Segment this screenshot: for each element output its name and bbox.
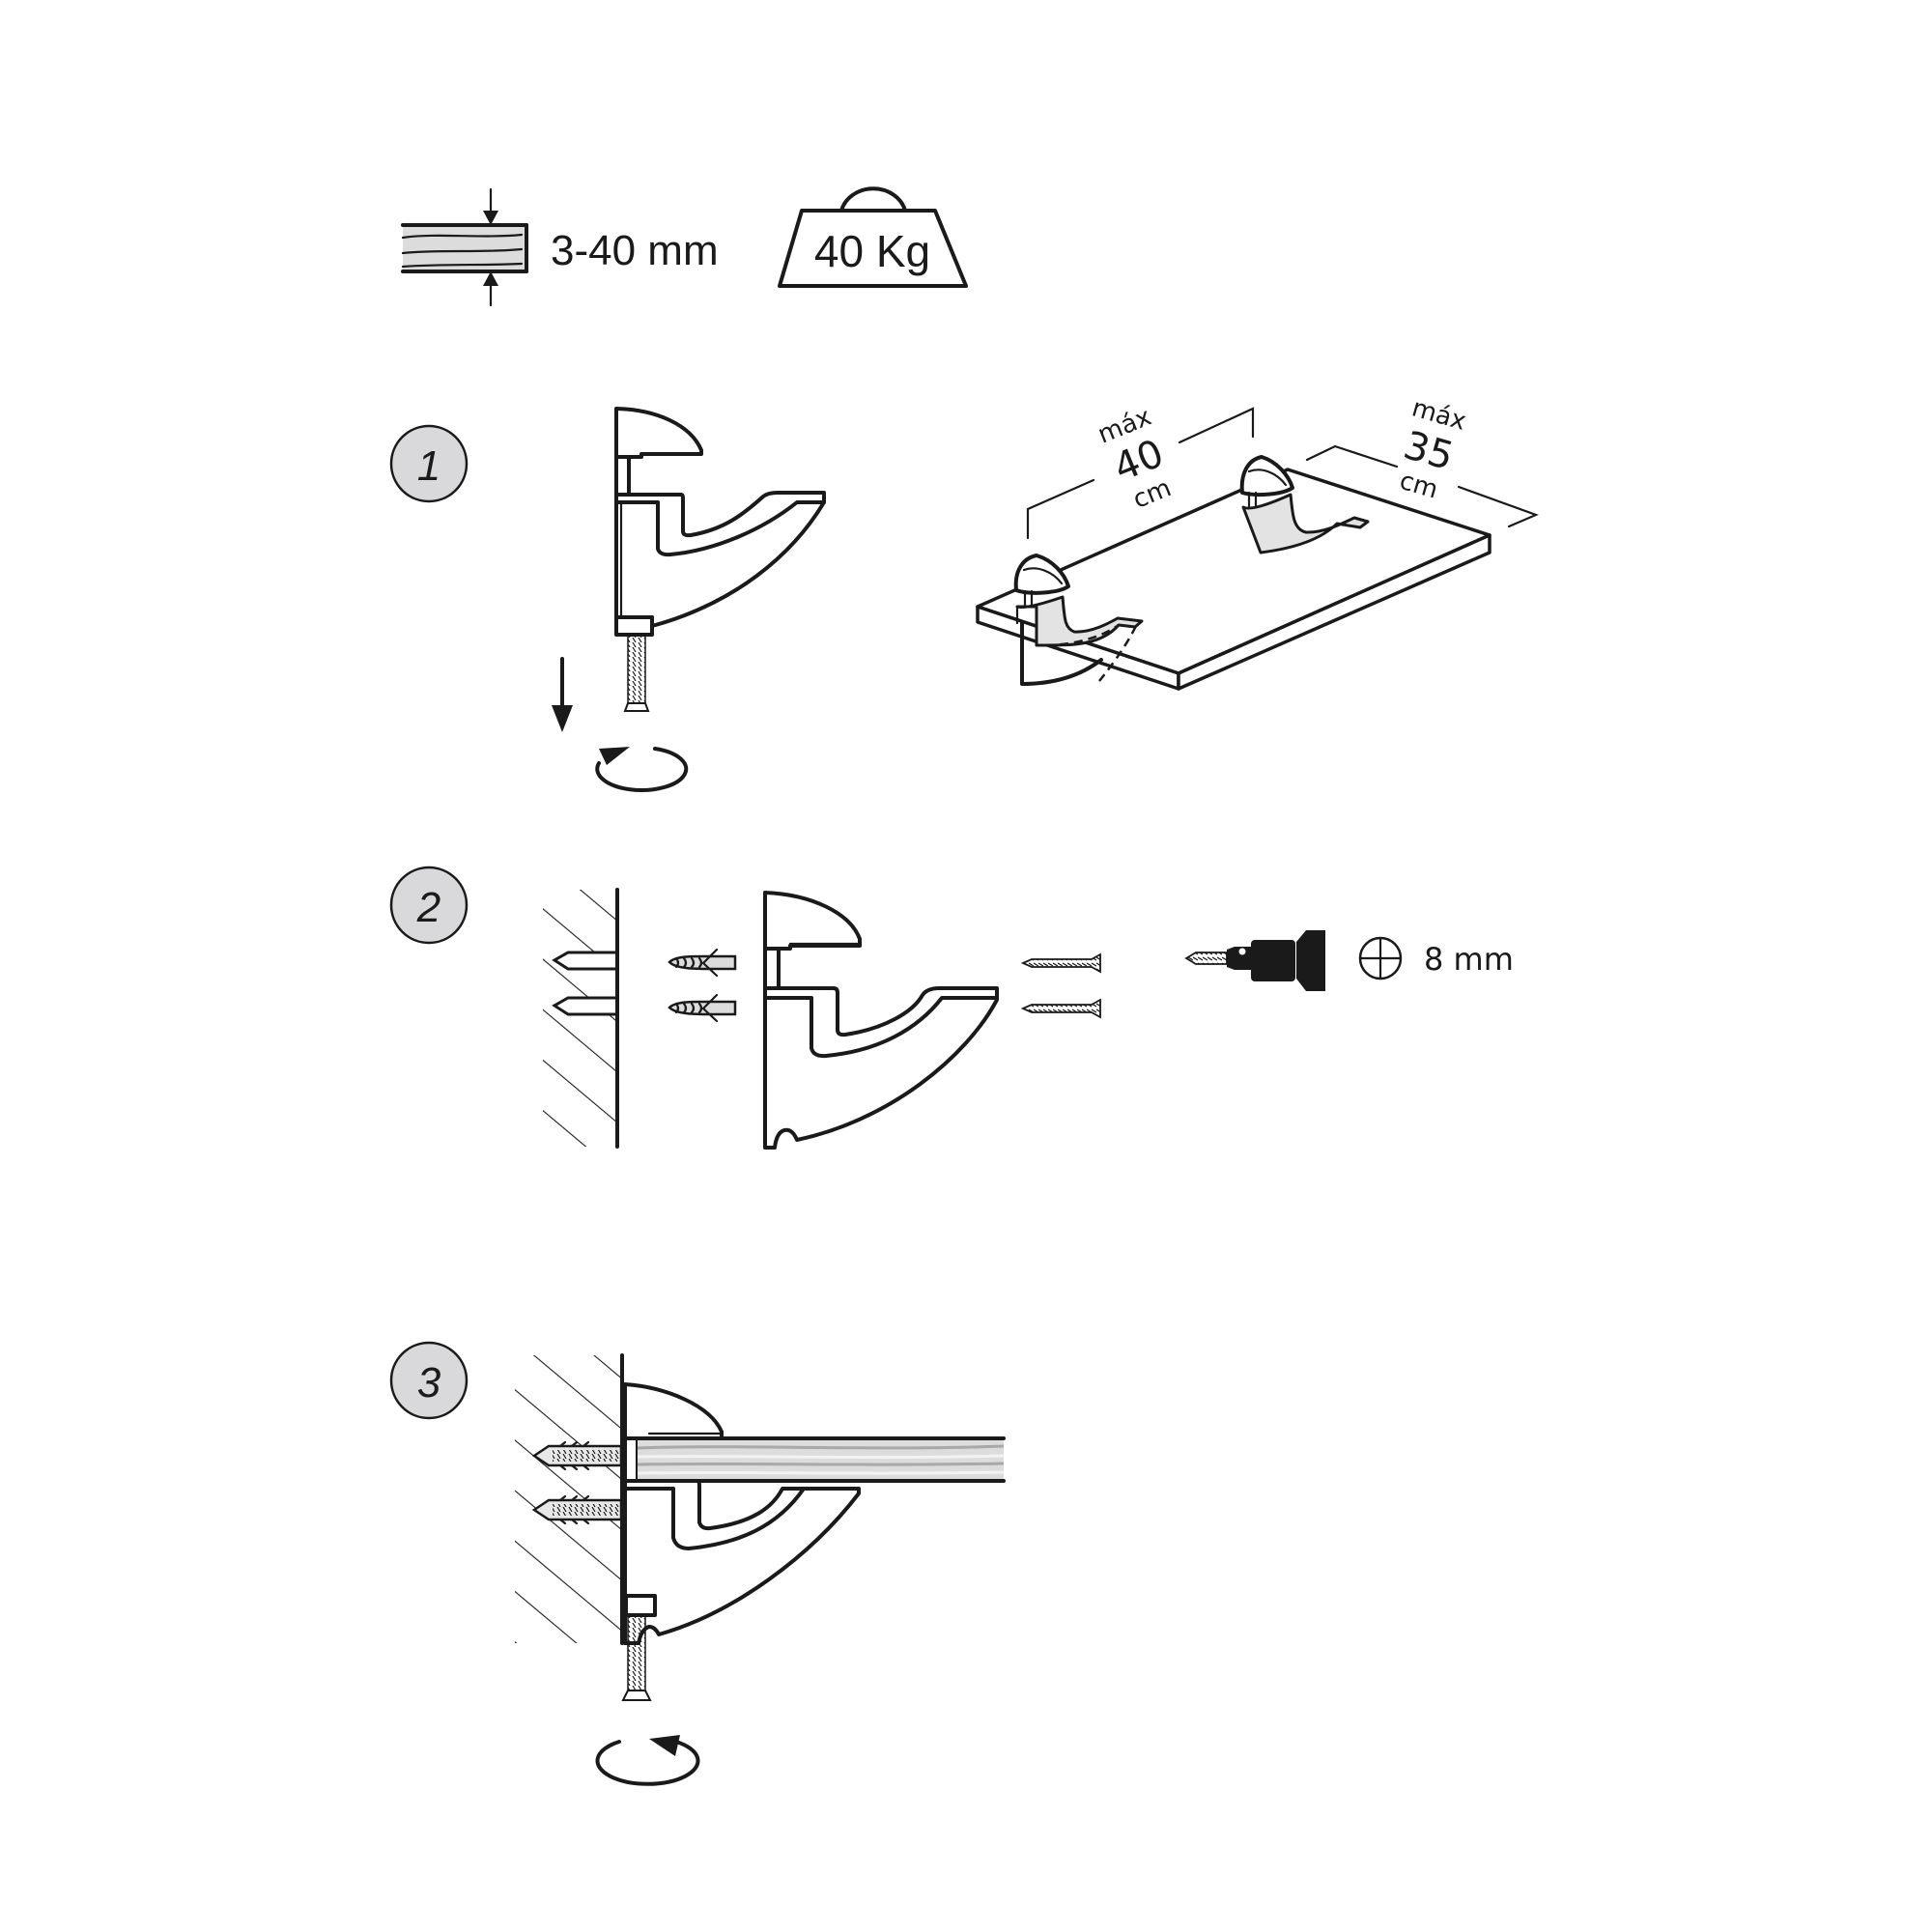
step-1-number: 1 [417,442,440,490]
screw-icon [1020,998,1101,1019]
diameter-icon [1358,936,1403,980]
weight-spec: 40 Kg [778,186,968,288]
rotate-counterclockwise-icon [595,1735,700,1786]
installed-bracket [621,1382,861,1701]
drill-diameter-label: 8 mm [1424,941,1514,978]
step-2-number: 2 [416,884,440,931]
step-2: 2 [389,866,1514,1150]
anchored-screw-icon [531,1440,623,1471]
thickness-spec: 3-40 mm [401,187,719,307]
step-3-number: 3 [417,1359,441,1406]
wall-section [543,888,619,1149]
shelf-perspective-view [976,455,1492,691]
step-3-badge: 3 [389,1341,469,1420]
step-1: 1 [389,393,1539,792]
step-2-badge: 2 [389,866,469,945]
down-arrow-icon [552,657,573,732]
weight-icon [778,186,968,288]
step-3: 3 [389,1341,1006,1786]
shelf-board [636,1436,1006,1483]
depth-dimension: máx 35 cm [1305,393,1539,528]
step-1-badge: 1 [389,424,469,503]
thickness-arrows-icon [483,187,498,307]
weight-label: 40 Kg [814,226,930,276]
bracket-side-view [614,407,826,712]
screw-icon [1020,952,1101,974]
wood-board-icon [401,223,528,273]
thickness-label: 3-40 mm [551,227,719,274]
wall-plug-icon [668,948,737,978]
bracket-side-view [763,891,999,1150]
anchored-screw-icon [531,1494,623,1525]
rotate-clockwise-icon [595,747,689,792]
wall-plug-icon [668,993,737,1023]
drill-icon [1184,930,1325,991]
